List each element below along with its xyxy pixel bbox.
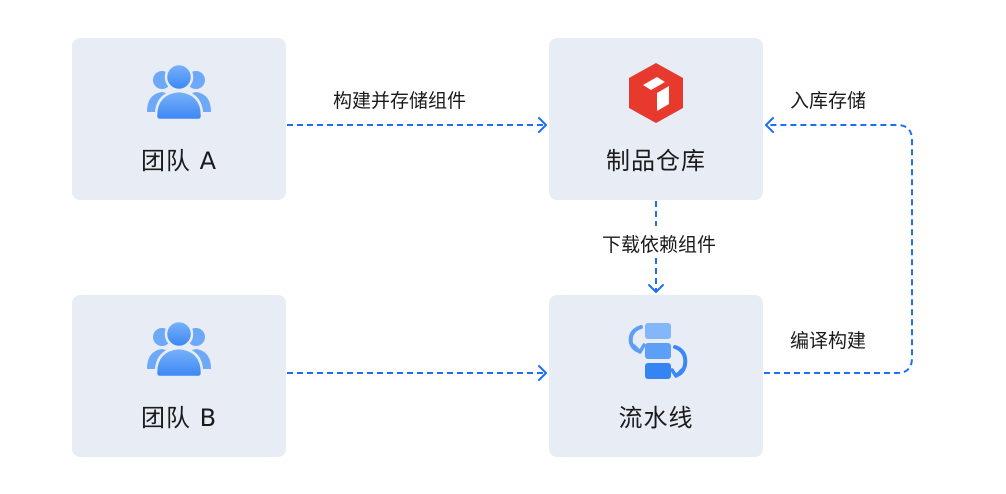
package-box-icon — [629, 63, 683, 123]
node-artifact-warehouse: 制品仓库 — [549, 38, 763, 200]
edge-label-compile-build: 编译构建 — [790, 330, 867, 352]
node-team-a: 团队 A — [72, 38, 286, 200]
node-label: 制品仓库 — [606, 147, 706, 175]
arrowhead-loop-to-warehouse — [765, 117, 774, 133]
pipeline-stack-icon — [628, 323, 688, 379]
arrowhead-warehouse-to-pipeline — [648, 284, 664, 293]
team-icon — [147, 319, 211, 379]
node-label: 团队 B — [140, 404, 218, 432]
edge-label-build-and-store: 构建并存储组件 — [333, 90, 467, 112]
node-team-b: 团队 B — [72, 295, 286, 457]
node-label: 团队 A — [140, 147, 218, 175]
team-icon — [147, 62, 211, 122]
edge-label-download-deps: 下载依赖组件 — [602, 234, 717, 256]
edge-label-store-in-warehouse: 入库存储 — [790, 90, 867, 112]
arrowhead-b-to-pipeline — [538, 365, 547, 381]
edge-pipeline-loop-to-warehouse — [764, 124, 913, 374]
node-pipeline: 流水线 — [549, 295, 763, 457]
arrowhead-a-to-warehouse — [538, 117, 547, 133]
node-label: 流水线 — [618, 404, 694, 432]
